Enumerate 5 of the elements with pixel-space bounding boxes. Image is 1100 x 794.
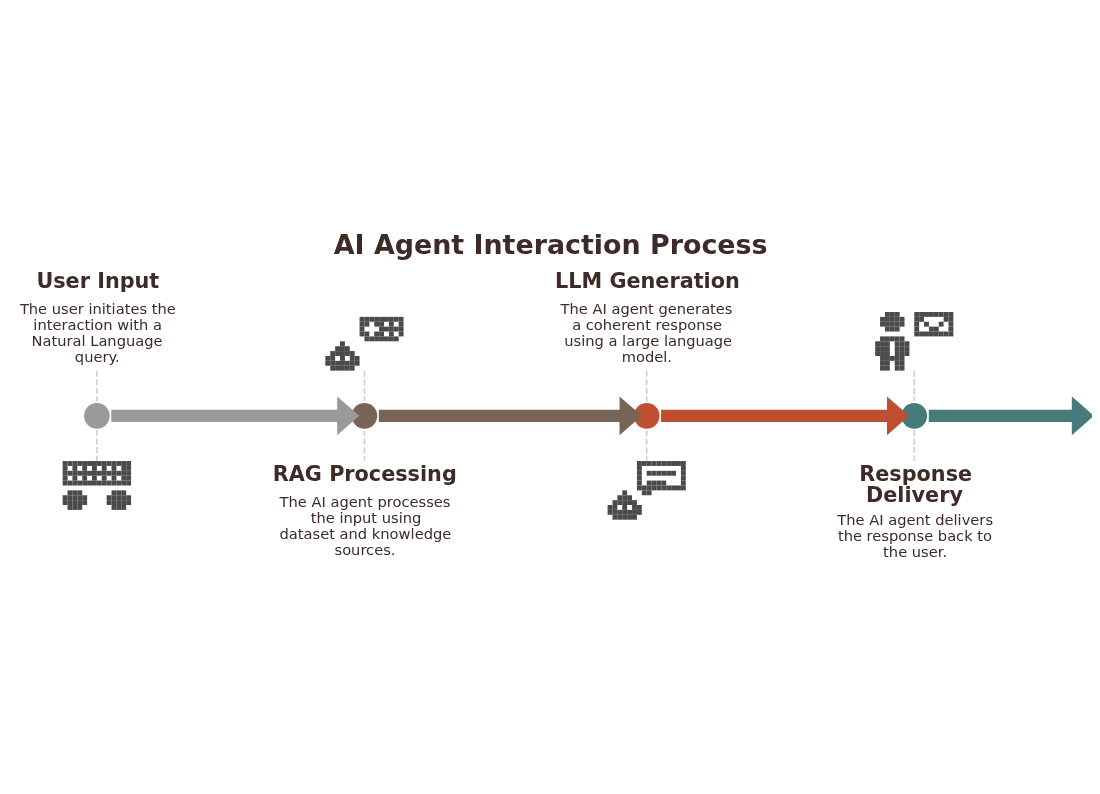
node-text: LLM Generation The AI agent generates a coherent response using a large language model. — [555, 268, 740, 365]
node-text: Response Delivery The AI agent delivers the response back to the user. — [837, 461, 994, 560]
node-text: RAG Processing The AI agent processes the input using dataset and knowledge sources. — [272, 461, 457, 558]
node-text: User Input The user initiates the interaction with a Natural Language query. — [19, 268, 176, 365]
diagram-title: AI Agent Interaction Process — [333, 228, 768, 260]
